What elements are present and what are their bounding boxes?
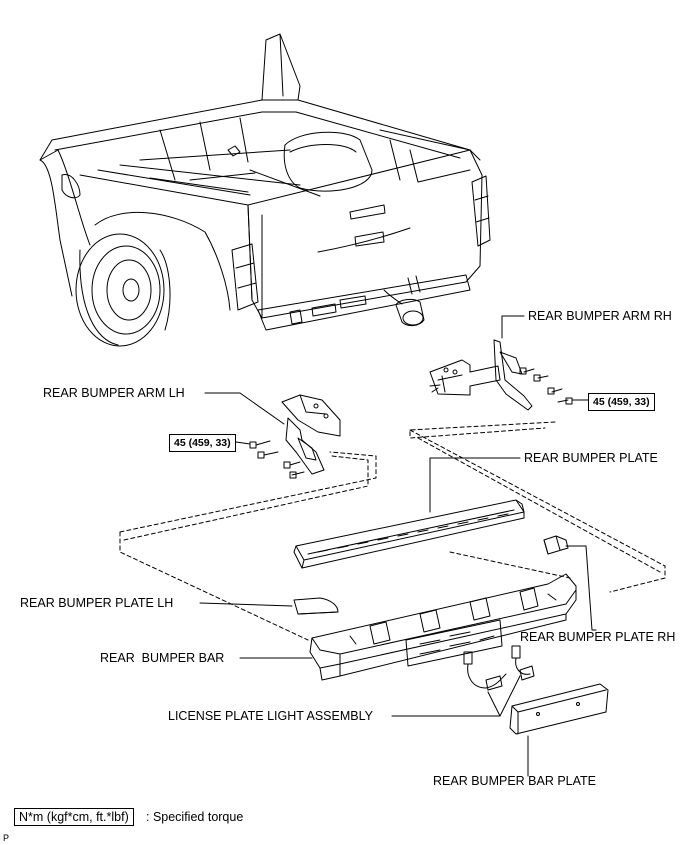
legend-description: : Specified torque <box>146 810 244 824</box>
rear-bumper-plate-part <box>294 500 524 568</box>
torque-spec-rh: 45 (459, 33) <box>588 393 655 411</box>
label-rear-bumper-plate-rh: REAR BUMPER PLATE RH <box>520 630 676 644</box>
label-rear-bumper-plate: REAR BUMPER PLATE <box>524 451 658 465</box>
rear-bumper-plate-rh-part <box>544 536 568 554</box>
label-rear-bumper-bar-plate: REAR BUMPER BAR PLATE <box>433 774 597 788</box>
legend-torque-unit: N*m (kgf*cm, ft.*lbf) <box>14 808 134 826</box>
rear-bumper-bar-part <box>310 574 576 680</box>
bolts-rh <box>520 368 572 404</box>
license-plate-light-part <box>464 646 534 690</box>
label-rear-bumper-bar: REAR BUMPER BAR <box>100 651 225 665</box>
label-rear-bumper-arm-rh: REAR BUMPER ARM RH <box>528 309 672 323</box>
rear-bumper-bar-plate-part <box>510 684 608 734</box>
rear-bumper-arm-rh-part <box>430 340 532 410</box>
corner-mark: P <box>3 833 10 843</box>
leader-lines <box>200 316 596 776</box>
assembly-guide-lines <box>120 422 665 640</box>
label-rear-bumper-plate-lh: REAR BUMPER PLATE LH <box>20 596 174 610</box>
pickup-truck-illustration <box>40 34 490 346</box>
bolts-lh <box>250 441 304 478</box>
label-license-plate-light-assembly: LICENSE PLATE LIGHT ASSEMBLY <box>168 709 373 723</box>
rear-bumper-plate-lh-part <box>294 598 338 614</box>
torque-spec-lh: 45 (459, 33) <box>169 434 236 452</box>
rear-bumper-arm-lh-part <box>282 395 340 474</box>
label-rear-bumper-arm-lh: REAR BUMPER ARM LH <box>43 386 185 400</box>
